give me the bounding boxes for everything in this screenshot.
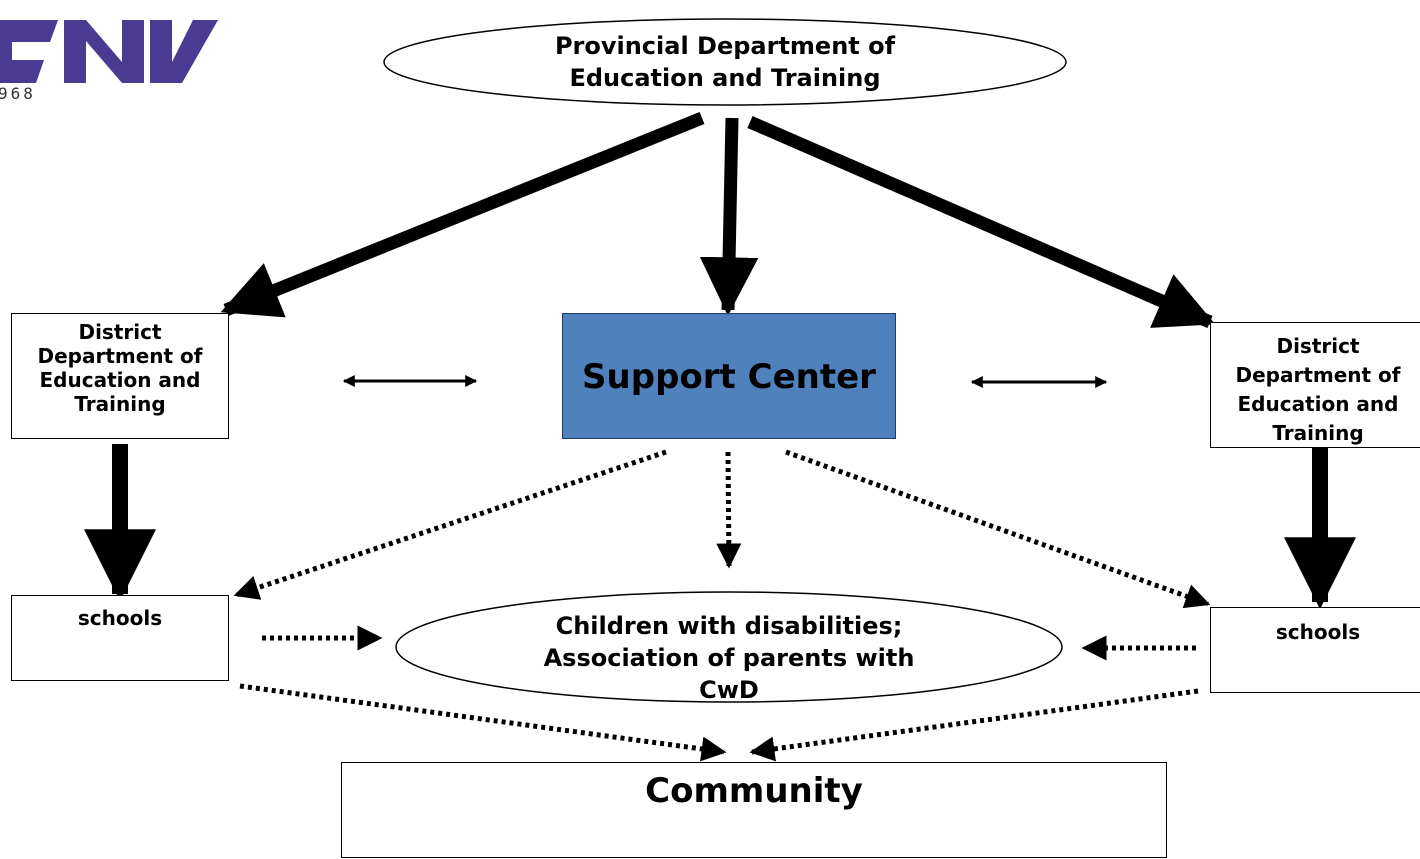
- schools-left-box: schools: [11, 595, 229, 681]
- dotted-arrow-support-center-to-children: [716, 451, 742, 569]
- district-department-left-box: District Department of Education and Tra…: [11, 313, 229, 439]
- community-box: Community: [341, 762, 1167, 858]
- dotted-arrow-support-center-to-schools-left: [233, 449, 667, 600]
- arrow-provincial-to-support-center: [699, 117, 759, 316]
- dotted-arrow-schools-right-to-community: [749, 688, 1199, 762]
- organization-logo: 968: [0, 20, 218, 103]
- children-association-ellipse: [395, 591, 1063, 703]
- provincial-department-label: Provincial Department of Education and T…: [554, 32, 896, 92]
- district-department-right-box: District Department of Education and Tra…: [1210, 322, 1420, 448]
- logo-year-text: 968: [0, 84, 36, 103]
- logo-c-shape: [0, 20, 58, 83]
- support-center-box: Support Center: [562, 313, 896, 439]
- dotted-arrow-support-center-to-schools-right: [785, 449, 1211, 609]
- provincial-department-ellipse: [383, 18, 1067, 106]
- arrow-provincial-to-district-left: [220, 111, 705, 318]
- dotted-arrow-schools-left-to-community: [239, 683, 727, 762]
- logo-n-shape: [64, 20, 144, 83]
- logo-v-shape: [150, 20, 218, 83]
- arrow-provincial-to-district-right: [747, 116, 1216, 328]
- children-association-label: Children with disabilities; Association …: [543, 612, 915, 704]
- schools-right-box: schools: [1210, 607, 1420, 693]
